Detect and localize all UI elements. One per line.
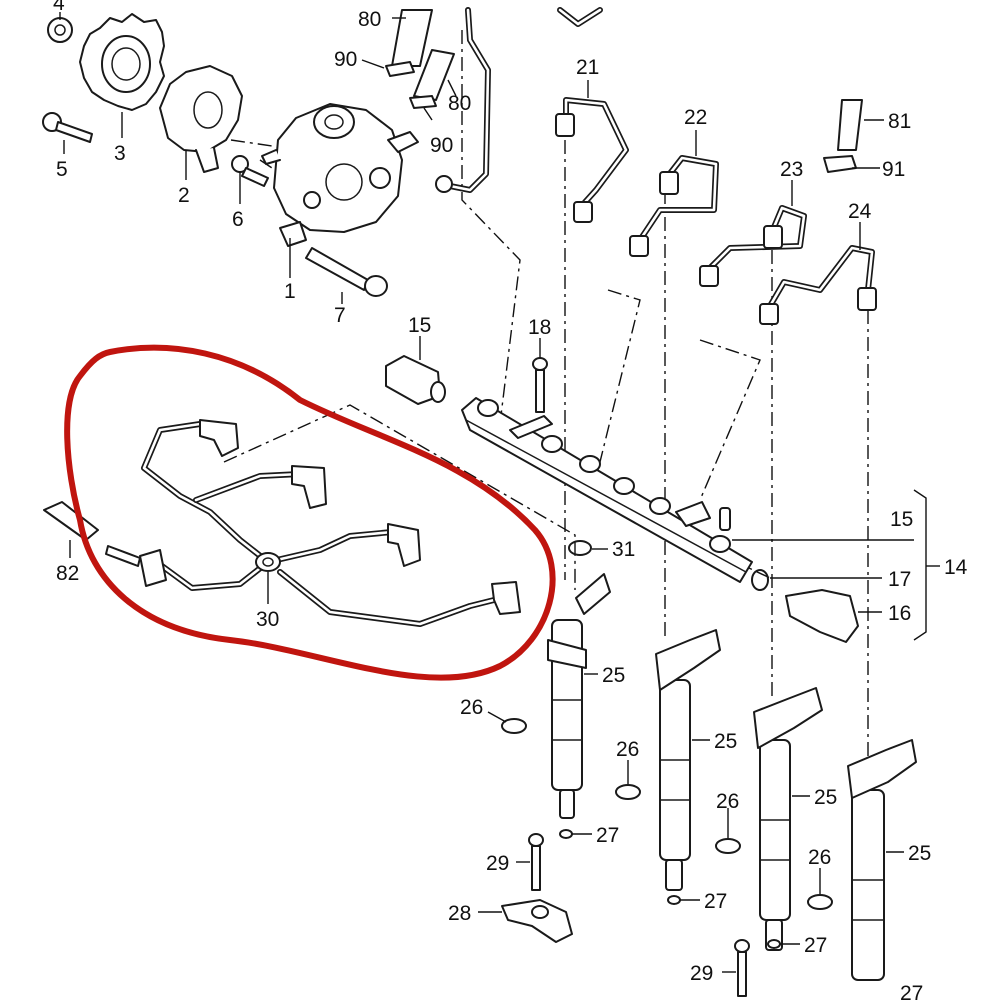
label-5: 5 [56,158,68,181]
label-91: 91 [882,158,905,181]
label-26-c: 26 [716,790,739,813]
clamp-91 [823,155,857,173]
label-90-lower: 90 [430,134,453,157]
bolt-18 [509,357,553,439]
label-29-b: 29 [690,962,713,985]
label-80-upper: 80 [358,8,381,31]
label-25-a: 25 [602,664,625,687]
label-27-c: 27 [804,934,827,957]
injector-line-21 [555,97,629,223]
label-29-a: 29 [486,852,509,875]
label-7: 7 [334,304,346,327]
leader-lines [59,12,940,973]
label-26-d: 26 [808,846,831,869]
label-24: 24 [848,200,872,223]
label-14: 14 [944,556,968,579]
label-23: 23 [780,158,803,181]
clamp-bolt-29a [528,833,544,891]
label-27-d: 27 [900,982,923,1000]
label-21: 21 [576,56,599,79]
label-82: 82 [56,562,79,585]
label-26-a: 26 [460,696,483,719]
red-highlight-circle [64,344,556,681]
hose-81 [837,99,863,151]
injector-line-23 [699,205,807,287]
label-31: 31 [612,538,635,561]
label-27-a: 27 [596,824,619,847]
screw-6 [231,155,269,187]
pressure-valve-16 [751,569,859,643]
injector-clamp-28 [501,899,573,943]
label-15-rail: 15 [890,508,913,531]
label-18: 18 [528,316,551,339]
rail-pressure-sensor-15 [385,355,446,405]
label-15-sensor: 15 [408,314,431,337]
injector-line-22 [629,155,719,257]
label-28: 28 [448,902,471,925]
label-25-b: 25 [714,730,737,753]
injector-line-24 [759,245,877,325]
pump-bolt-7 [305,247,388,297]
label-26-b: 26 [616,738,639,761]
label-3: 3 [114,142,126,165]
label-22: 22 [684,106,707,129]
clamp-90-upper [385,61,415,77]
pump-sprocket [79,13,165,111]
part-labels: 4 80 90 80 90 5 3 2 6 1 7 21 22 23 24 81… [53,0,968,1000]
fuel-rail [461,397,753,583]
injector-1 [547,573,611,819]
label-1: 1 [284,280,296,303]
label-80-lower: 80 [448,92,471,115]
injector-3 [753,687,823,951]
clamp-bolt-29b [734,939,750,997]
bolt-5 [42,112,93,143]
clamp-90-lower [409,95,437,109]
label-25-d: 25 [908,842,931,865]
label-17: 17 [888,568,911,591]
washer-4 [47,17,73,43]
leak-off-line-30 [105,419,521,627]
label-30: 30 [256,608,279,631]
label-90-upper: 90 [334,48,357,71]
high-pressure-pump [261,103,419,247]
label-4: 4 [53,0,65,15]
return-hose-80-lower [413,49,455,101]
label-16: 16 [888,602,911,625]
label-25-c: 25 [814,786,837,809]
label-27-b: 27 [704,890,727,913]
o-ring-31 [568,540,592,556]
label-81: 81 [888,110,911,133]
label-2: 2 [178,184,190,207]
hub-2 [159,65,243,173]
injector-2 [655,629,721,891]
injector-4 [847,739,917,981]
return-hose-80-upper [391,9,433,67]
high-pressure-line-pump-to-rail [435,7,603,193]
label-6: 6 [232,208,244,231]
return-hose-82 [43,501,99,541]
